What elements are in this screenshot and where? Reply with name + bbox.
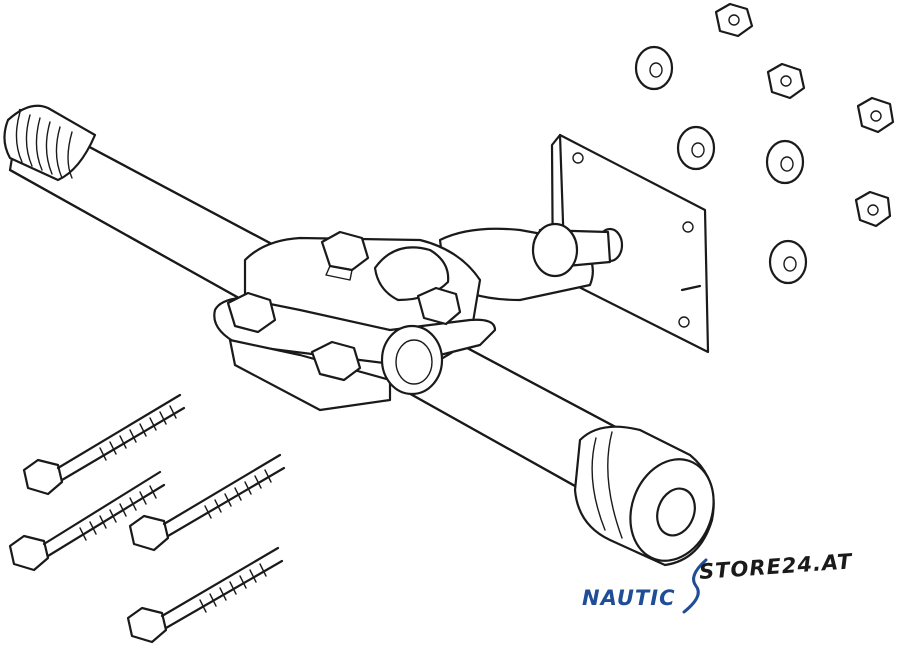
hex-nut-icon [714, 2, 754, 38]
watermark-nautic-text: NAUTIC [582, 586, 676, 610]
pole-thread-end [3, 104, 97, 182]
loose-washers [634, 45, 808, 285]
clamp-bolt-heads [226, 230, 462, 382]
end-cap [573, 425, 715, 567]
hex-nut-icon [226, 291, 277, 334]
loose-nuts [714, 2, 895, 228]
washer-icon [768, 239, 808, 285]
swoosh-icon [682, 558, 708, 614]
hex-nut-icon [416, 286, 462, 326]
hex-nut-icon [766, 62, 806, 100]
screw-icon [8, 470, 166, 572]
screw-icon [128, 453, 286, 552]
screw-icon [22, 393, 186, 496]
hex-nut-icon [856, 96, 895, 134]
threaded-screws [8, 393, 286, 644]
hex-nut-icon [310, 340, 362, 382]
hex-nut-icon [854, 190, 892, 228]
washer-icon [676, 125, 716, 171]
screw-icon [126, 546, 284, 644]
washer-icon [634, 45, 674, 91]
washer-icon [765, 139, 805, 185]
clamp-body [213, 236, 497, 412]
hex-nut-icon [320, 230, 370, 281]
